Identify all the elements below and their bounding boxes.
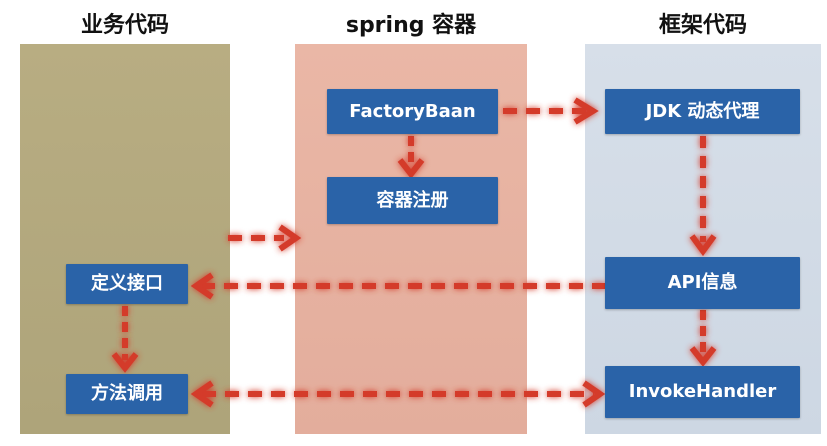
spring-container-title: spring 容器 bbox=[345, 13, 477, 38]
business-code-title: 业务代码 bbox=[80, 13, 169, 38]
framework-code-title: 框架代码 bbox=[658, 13, 747, 38]
define-interface-node: 定义接口 bbox=[66, 264, 188, 304]
api-info-node: API信息 bbox=[605, 257, 800, 309]
container-register-node: 容器注册 bbox=[327, 177, 498, 224]
factory-bean-node: FactoryBaan bbox=[327, 89, 498, 134]
invoke-handler-node: InvokeHandler bbox=[605, 366, 800, 418]
arrowhead-business-to-spring bbox=[278, 224, 302, 252]
method-call-node: 方法调用 bbox=[66, 374, 188, 414]
jdk-dynamic-proxy-node: JDK 动态代理 bbox=[605, 89, 800, 134]
